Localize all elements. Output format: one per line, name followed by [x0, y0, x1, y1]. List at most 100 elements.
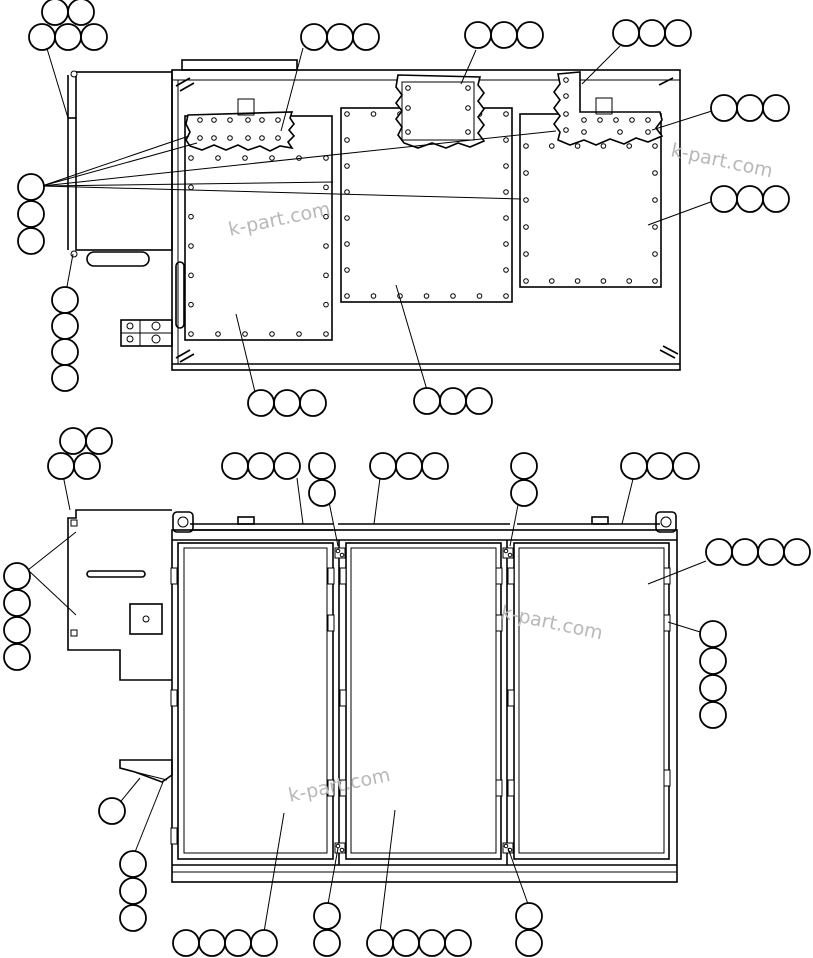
- callout-bubble: [444, 929, 472, 957]
- callout-bubble: [73, 452, 101, 480]
- watermark-1: k-part.com: [226, 198, 332, 241]
- bolt-hole: [188, 301, 194, 308]
- bolt-hole: [405, 105, 411, 111]
- bolt-hole: [626, 278, 633, 284]
- bolt-hole: [269, 155, 275, 161]
- bolt-hole: [652, 143, 658, 149]
- bolt-hole: [503, 241, 509, 247]
- door-latch: [663, 614, 671, 632]
- bolt-hole: [563, 111, 569, 117]
- bolt-hole: [344, 241, 350, 247]
- door-latch: [495, 614, 503, 632]
- bolt-hole: [617, 129, 623, 135]
- callout-bubble: [464, 21, 492, 49]
- bolt-hole: [242, 331, 248, 337]
- callout-bubble: [299, 389, 327, 417]
- bolt-hole: [227, 117, 233, 123]
- hinge-bolt: [507, 552, 513, 558]
- bolt-hole: [523, 197, 529, 203]
- bolt-hole: [227, 135, 233, 141]
- bolt-hole: [563, 77, 569, 83]
- bolt-hole: [275, 117, 281, 123]
- callout-bubble: [490, 21, 518, 49]
- hinge-bolt: [339, 552, 345, 558]
- bolt-hole: [574, 278, 581, 284]
- door-latch: [170, 827, 178, 845]
- callout-bubble: [85, 427, 113, 455]
- door-latch: [327, 779, 335, 797]
- bolt-hole: [597, 117, 603, 123]
- lifting-lugs: [175, 77, 679, 363]
- callout-bubble: [300, 23, 328, 51]
- callout-bubble: [515, 929, 543, 957]
- bolt-hole: [626, 143, 633, 149]
- bolt-hole: [465, 105, 471, 111]
- bolt-hole: [503, 293, 509, 299]
- hinge-bolt: [503, 548, 509, 554]
- callout-bubble: [699, 701, 727, 729]
- callout-bubble: [620, 452, 648, 480]
- callout-bubble: [465, 387, 493, 415]
- callout-bubble: [273, 389, 301, 417]
- callout-bubble: [224, 929, 252, 957]
- callout-bubble: [395, 452, 423, 480]
- bolt-hole: [245, 135, 251, 141]
- bolt-hole: [600, 278, 607, 284]
- bolt-hole: [344, 293, 350, 299]
- bolt-hole: [323, 272, 329, 279]
- callout-bubble: [418, 929, 446, 957]
- callout-bubble: [313, 902, 341, 930]
- bolt-hole: [523, 170, 529, 176]
- callout-bubble: [51, 364, 79, 392]
- bolt-hole: [370, 293, 377, 299]
- bolt-hole: [600, 143, 607, 149]
- door-latch: [327, 614, 335, 632]
- hinge-bolt: [335, 548, 341, 554]
- callout-bubble: [736, 94, 764, 122]
- bolt-hole: [296, 331, 302, 337]
- bolt-hole: [188, 272, 194, 279]
- bolt-hole: [269, 331, 275, 337]
- bolt-hole: [405, 129, 411, 135]
- bolt-hole: [323, 155, 329, 161]
- bolt-hole: [581, 117, 587, 123]
- bolt-hole: [523, 224, 529, 230]
- bolt-hole: [188, 184, 194, 191]
- bolt-hole: [423, 293, 430, 299]
- callout-bubble: [710, 94, 738, 122]
- bolt-hole: [242, 155, 248, 161]
- callout-bubble: [308, 479, 336, 507]
- callout-bubble: [762, 94, 790, 122]
- callout-bubble: [439, 387, 467, 415]
- door-latch: [339, 779, 347, 797]
- callout-bubble: [51, 312, 79, 340]
- bolt-hole: [645, 129, 651, 135]
- hinge-block: [502, 547, 514, 559]
- callout-bubble: [352, 23, 380, 51]
- callout-bubble: [59, 427, 87, 455]
- top-leaders: [41, 41, 717, 393]
- callout-bubble: [646, 452, 674, 480]
- bolt-hole: [652, 251, 658, 257]
- bolt-hole: [323, 243, 329, 249]
- callout-bubble: [699, 647, 727, 675]
- callout-bubble: [54, 23, 82, 51]
- bolt-hole: [629, 117, 635, 123]
- side-box: [67, 509, 172, 681]
- bolt-hole: [344, 111, 350, 117]
- bolt-hole: [344, 189, 350, 195]
- bolt-hole: [275, 135, 281, 141]
- callout-bubble: [198, 929, 226, 957]
- callout-bubble: [17, 227, 45, 255]
- bolt-hole: [188, 243, 194, 249]
- callout-bubble: [41, 0, 69, 26]
- bolt-hole: [344, 137, 350, 143]
- callout-bubble: [3, 589, 31, 617]
- door-latch: [327, 567, 335, 585]
- bolt-hole: [465, 129, 471, 135]
- bolt-hole: [323, 213, 329, 220]
- bolt-hole: [259, 135, 265, 141]
- bolt-hole: [503, 189, 509, 195]
- bolt-hole: [188, 213, 194, 220]
- callout-bubble: [413, 387, 441, 415]
